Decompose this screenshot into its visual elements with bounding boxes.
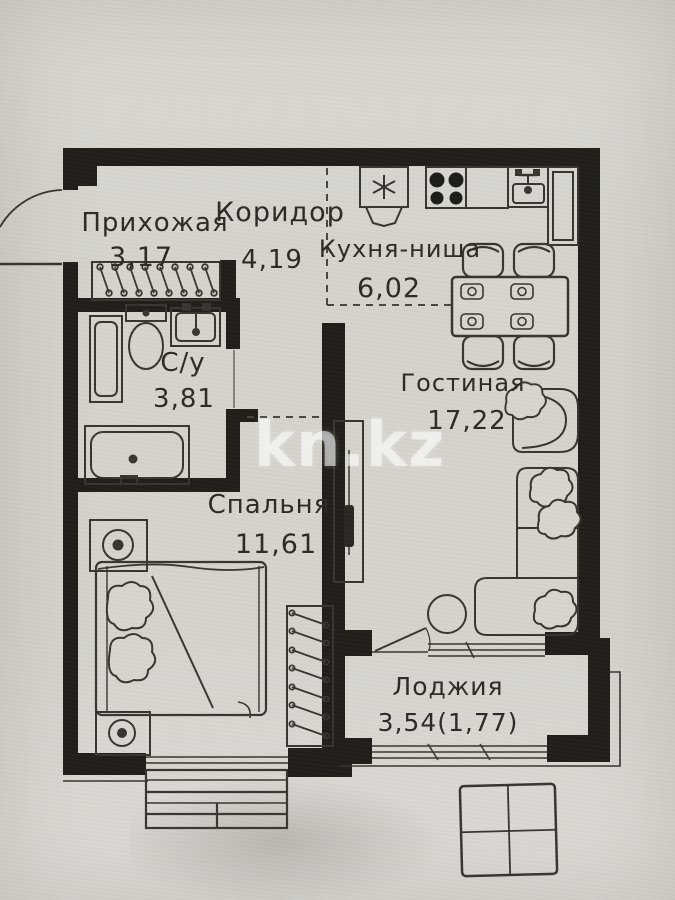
bathtub xyxy=(84,425,190,485)
pillow xyxy=(107,633,157,684)
room-label-bedroom-name: Спальня xyxy=(208,490,331,520)
hanger-icon xyxy=(171,263,188,297)
room-label-bedroom-area: 11,61 xyxy=(235,529,317,560)
room-label-corridor-area: 4,19 xyxy=(241,245,303,275)
room-label-hallway-area: 3,17 xyxy=(109,242,173,273)
loggia-window-top xyxy=(428,641,545,659)
wall-loggia-pier-topleft xyxy=(335,630,372,656)
wall-hallway-jamb xyxy=(220,260,236,312)
cushion xyxy=(532,588,578,630)
room-labels: Прихожая 3,17 Коридор 4,19 Кухня-ниша 6,… xyxy=(81,197,526,737)
wall-loggia-topright xyxy=(545,632,600,655)
room-label-hallway-name: Прихожая xyxy=(81,208,228,238)
wall-loggia-right xyxy=(588,638,610,762)
wall-bathroom-door-stub xyxy=(240,409,258,422)
room-label-loggia-name: Лоджия xyxy=(392,672,503,701)
cushion xyxy=(528,466,574,508)
bedroom-wardrobe xyxy=(286,605,334,747)
corner-counter xyxy=(547,166,579,246)
place-setting xyxy=(460,283,534,330)
room-label-bathroom-area: 3,81 xyxy=(153,384,215,414)
hanger-icon xyxy=(186,263,203,297)
tv-cabinet xyxy=(333,420,364,583)
exterior-square-table xyxy=(458,782,559,878)
exterior-contour-loggia xyxy=(340,671,621,767)
bathroom-fixtures xyxy=(84,303,221,485)
pillow xyxy=(105,581,155,632)
bathroom-cabinet xyxy=(89,315,123,403)
hanger-icon xyxy=(201,263,218,297)
wall-top xyxy=(63,148,600,166)
bedroom-window xyxy=(146,753,288,775)
living-room-furniture xyxy=(333,381,582,636)
snowflake-icon xyxy=(372,175,396,199)
room-label-bathroom-name: С/у xyxy=(160,348,205,378)
fridge xyxy=(359,166,409,228)
dining-set xyxy=(450,242,570,371)
exterior-sill-cabinet xyxy=(144,768,289,830)
entrance-door xyxy=(0,189,63,266)
wall-right xyxy=(578,148,600,655)
loggia-door xyxy=(374,627,431,652)
round-coffee-table xyxy=(427,594,467,634)
dining-table xyxy=(450,275,570,338)
bathroom-sink xyxy=(170,303,221,347)
nightstand xyxy=(89,519,148,572)
corner-sofa xyxy=(474,466,582,636)
wall-loggia-pier-bottomright xyxy=(547,735,608,762)
wall-bedroom-bottom-left xyxy=(63,753,146,775)
bed xyxy=(94,560,268,719)
stove xyxy=(425,166,467,209)
wall-bedroom-bottom-right xyxy=(288,748,352,777)
kitchen-fixtures xyxy=(359,166,579,246)
kitchen-counter xyxy=(465,166,509,209)
doors xyxy=(0,189,431,652)
room-label-living-name: Гостиная xyxy=(401,369,526,397)
chair xyxy=(461,334,505,371)
wall-left-lower xyxy=(63,262,78,775)
chair xyxy=(512,242,556,279)
hallway-wardrobe xyxy=(91,261,221,301)
zone-boundaries xyxy=(247,168,452,418)
room-label-kitchen-area: 6,02 xyxy=(357,273,421,304)
chair xyxy=(512,334,556,371)
room-label-corridor-name: Коридор xyxy=(215,197,345,228)
toilet xyxy=(125,304,167,370)
room-label-kitchen-name: Кухня-ниша xyxy=(319,235,481,263)
nightstand xyxy=(95,711,151,756)
armchair xyxy=(504,381,579,453)
room-label-loggia-area: 3,54(1,77) xyxy=(378,708,519,737)
loggia-window-bottom xyxy=(372,742,547,762)
bedroom-furniture xyxy=(89,519,334,756)
exterior-elements xyxy=(144,768,559,878)
kitchen-sink xyxy=(507,166,549,208)
wall-bathroom-right-lower xyxy=(226,409,240,492)
room-label-living-area: 17,22 xyxy=(427,406,506,436)
wall-left-upper xyxy=(63,148,78,190)
